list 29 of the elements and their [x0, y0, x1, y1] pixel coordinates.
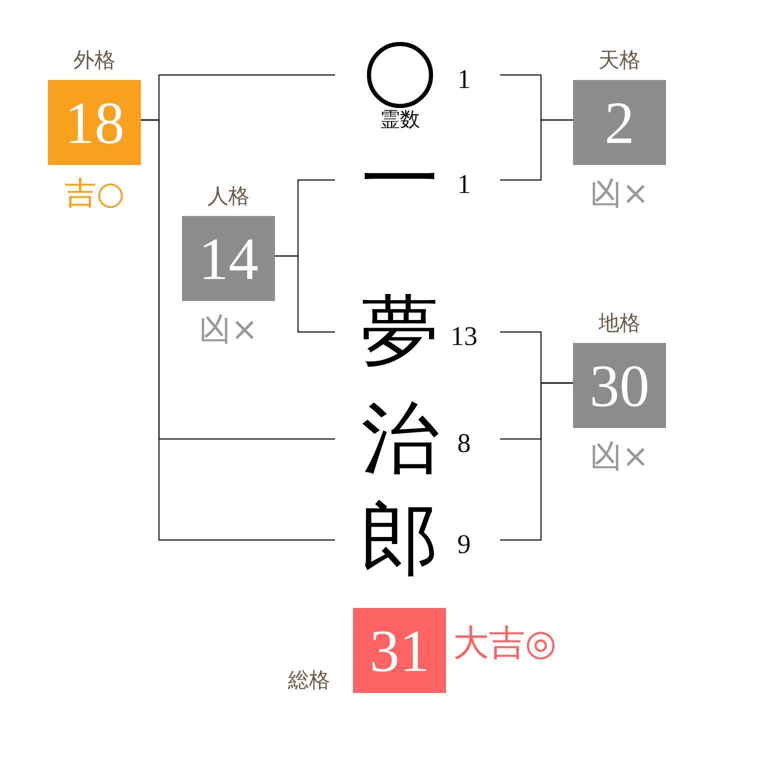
- stroke-count: 9: [456, 528, 472, 560]
- fortune-result: 大吉◎: [453, 624, 556, 664]
- fortune-result: 凶×: [199, 309, 258, 349]
- score-tile: 14: [182, 216, 275, 301]
- score-tile: 18: [48, 80, 141, 165]
- stroke-count: 13: [450, 320, 478, 352]
- score-tile: 30: [573, 343, 666, 428]
- category-label: 地格: [598, 310, 640, 336]
- spirit-number-label: 霊数: [379, 107, 421, 131]
- category-label: 総格: [288, 667, 330, 693]
- fortune-result: 凶×: [590, 173, 649, 213]
- name-character: 郎: [360, 495, 440, 585]
- stroke-count: 1: [456, 63, 472, 95]
- connector-line: [275, 255, 335, 333]
- name-character: 夢: [360, 287, 440, 377]
- name-character: 治: [360, 394, 440, 484]
- score-tile: 2: [573, 80, 666, 165]
- name-character: 一: [360, 135, 440, 225]
- stroke-count: 8: [456, 427, 472, 459]
- category-label: 人格: [208, 183, 250, 209]
- category-label: 外格: [74, 47, 116, 73]
- connector-line: [500, 382, 573, 541]
- category-label: 天格: [598, 47, 640, 73]
- connector-line: [500, 119, 573, 181]
- connector-line: [141, 119, 335, 541]
- score-tile: 31: [353, 608, 446, 693]
- stroke-count: 1: [456, 168, 472, 200]
- fortune-result: 凶×: [590, 436, 649, 476]
- fortune-result: 吉○: [64, 173, 124, 213]
